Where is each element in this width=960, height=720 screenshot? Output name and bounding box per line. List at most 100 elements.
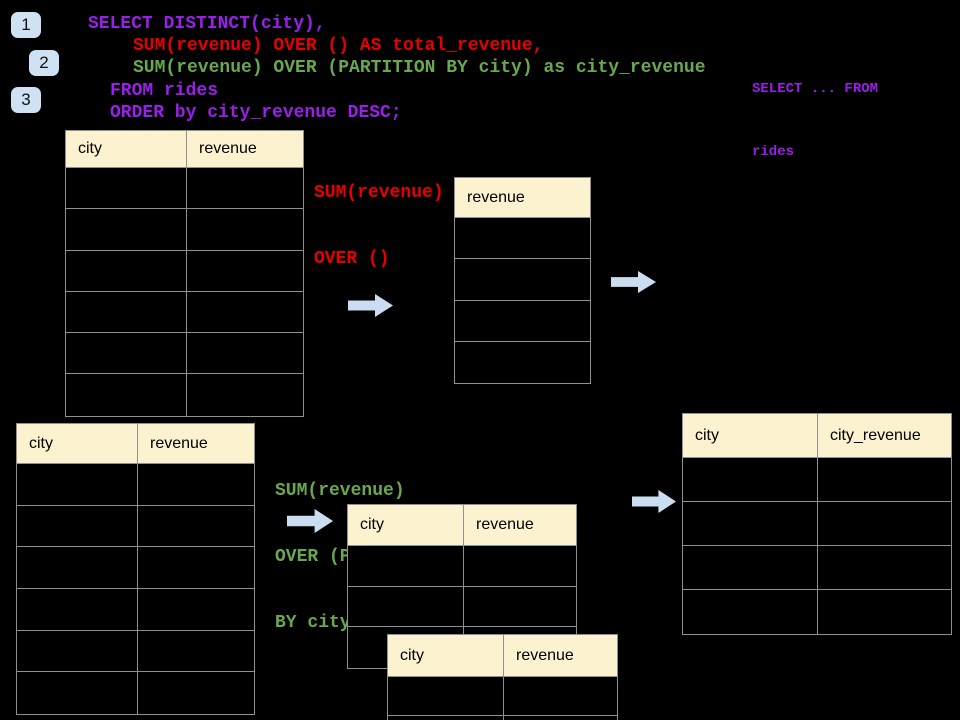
table-row — [455, 342, 590, 383]
table-total-revenue-result: revenue — [454, 177, 591, 385]
column-header-city-revenue: city_revenue — [830, 426, 921, 444]
table-cell — [818, 502, 951, 545]
table-cell — [388, 716, 504, 720]
table-cell — [66, 333, 187, 374]
table-row — [17, 547, 254, 590]
table-cell — [818, 546, 951, 589]
table-row — [66, 168, 303, 210]
table-cell — [138, 464, 254, 505]
table-row — [66, 291, 303, 334]
sql-code-line-from: FROM rides — [110, 81, 219, 101]
table-cell — [17, 630, 138, 672]
table-cell — [66, 209, 187, 250]
right-arrow-icon — [611, 271, 656, 293]
table-source-bottom: city revenue — [16, 423, 255, 716]
column-header-city: city — [348, 505, 464, 545]
table-header-row: city revenue — [348, 505, 576, 546]
table-cell — [504, 716, 617, 720]
table-cell — [683, 502, 818, 545]
table-partition-overlay: city revenue — [387, 634, 618, 720]
table-cell — [138, 631, 254, 672]
table-row — [455, 218, 590, 260]
step-badge-2: 2 — [29, 50, 59, 76]
table-row — [455, 259, 590, 301]
table-header-row: city city_revenue — [683, 414, 951, 458]
column-header-city: city — [17, 424, 138, 463]
table-header-row: city revenue — [17, 424, 254, 464]
table-cell — [187, 333, 303, 373]
table-cell — [683, 458, 818, 501]
table-header-row: city revenue — [388, 635, 617, 677]
table-cell — [455, 218, 590, 258]
table-cell — [187, 168, 303, 208]
table-cell — [187, 374, 303, 415]
table-cell — [138, 506, 254, 547]
table-row — [17, 630, 254, 673]
table-cell — [683, 546, 818, 589]
table-row — [348, 546, 576, 587]
column-header-city: city — [388, 635, 504, 676]
side-snippet-line: SELECT ... FROM — [752, 81, 879, 97]
table-row — [388, 716, 617, 720]
table-cell — [187, 251, 303, 291]
table-cell — [455, 301, 590, 341]
table-cell — [187, 292, 303, 332]
table-header-row: city revenue — [66, 131, 303, 168]
table-row — [66, 209, 303, 251]
table-row — [66, 333, 303, 375]
annotation-line: SUM(revenue) — [275, 481, 405, 501]
table-row — [17, 672, 254, 715]
table-row — [348, 586, 576, 628]
table-source-top: city revenue — [65, 130, 304, 417]
table-cell — [187, 209, 303, 249]
table-cell — [17, 672, 138, 715]
annotation-line: SUM(revenue) — [314, 183, 444, 203]
table-header-row: revenue — [455, 178, 590, 218]
step-badge-1: 1 — [11, 12, 41, 38]
table-row — [683, 502, 951, 546]
sql-code-line-select: SELECT DISTINCT(city), — [88, 14, 326, 34]
column-header-revenue: revenue — [150, 434, 208, 452]
column-header-city: city — [66, 131, 187, 167]
table-cell — [818, 590, 951, 634]
annotation-line: OVER () — [314, 249, 390, 269]
step-badge-3: 3 — [11, 87, 41, 113]
table-cell — [504, 677, 617, 715]
sql-code-line-total-revenue: SUM(revenue) OVER () AS total_revenue, — [133, 36, 544, 56]
column-header-city: city — [683, 414, 818, 457]
sql-code-line-city-revenue: SUM(revenue) OVER (PARTITION BY city) as… — [133, 58, 706, 78]
table-row — [66, 374, 303, 416]
table-final-result: city city_revenue — [682, 413, 952, 635]
table-cell — [464, 546, 576, 586]
table-row — [683, 590, 951, 634]
column-header-revenue: revenue — [199, 140, 257, 157]
right-arrow-icon — [632, 490, 676, 513]
table-cell — [17, 589, 138, 630]
table-row — [17, 464, 254, 506]
column-header-revenue: revenue — [476, 516, 534, 533]
table-row — [66, 250, 303, 292]
table-row — [683, 458, 951, 502]
table-cell — [138, 672, 254, 714]
table-cell — [66, 168, 187, 209]
table-cell — [348, 586, 464, 627]
table-cell — [388, 677, 504, 715]
side-code-snippet: SELECT ... FROM rides — [752, 37, 878, 205]
table-cell — [138, 547, 254, 588]
side-snippet-line: rides — [752, 144, 795, 160]
table-cell — [464, 587, 576, 627]
table-cell — [455, 342, 590, 383]
table-cell — [818, 458, 951, 501]
column-header-revenue: revenue — [467, 188, 525, 206]
table-cell — [17, 547, 138, 589]
total-revenue-annotation: SUM(revenue) OVER () — [314, 138, 444, 314]
table-cell — [17, 505, 138, 547]
table-cell — [348, 546, 464, 586]
table-cell — [66, 250, 187, 291]
table-cell — [66, 291, 187, 333]
table-row — [388, 677, 617, 716]
table-row — [17, 589, 254, 631]
table-cell — [17, 464, 138, 505]
sql-code-line-order-by: ORDER by city_revenue DESC; — [110, 103, 402, 123]
column-header-revenue: revenue — [516, 646, 574, 664]
